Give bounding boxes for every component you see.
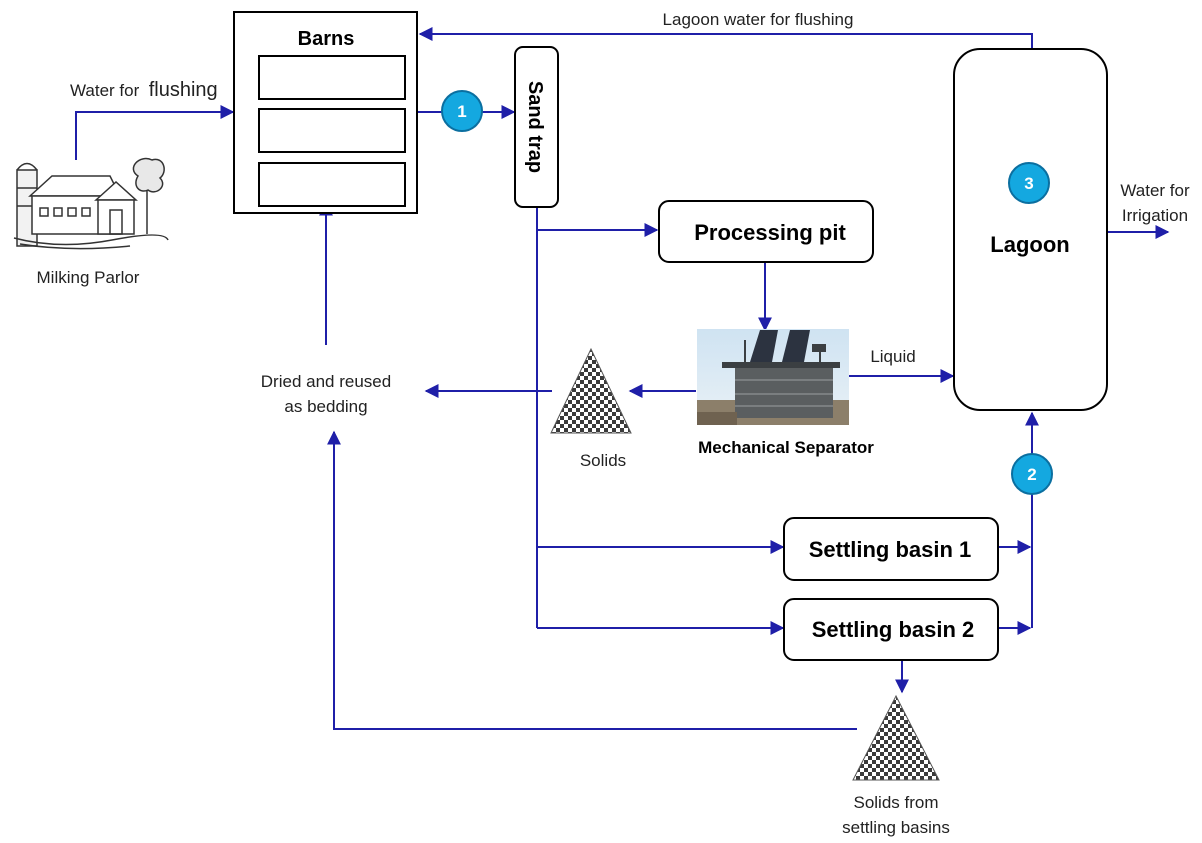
flow-lagoon-to-barns — [418, 27, 1033, 48]
processing-pit-title: Processing pit — [694, 220, 846, 245]
lagoon-box — [953, 48, 1108, 411]
settling-basin-1-title: Settling basin 1 — [809, 537, 972, 562]
marker-1-circle — [441, 90, 483, 132]
solids-pile-icon — [550, 347, 632, 434]
sand-trap-title: Sand trap — [524, 81, 546, 173]
lagoon-water-label: Lagoon water for flushing — [663, 10, 854, 29]
flow-settling-solids-to-bedding — [327, 430, 857, 730]
processing-pit-box — [658, 200, 874, 263]
flushing-text: flushing — [149, 79, 218, 101]
solids-label: Solids — [580, 451, 626, 470]
separator-label: Mechanical Separator — [698, 438, 874, 457]
barn-stall-3 — [258, 162, 406, 207]
water-for-text: Water for — [70, 81, 140, 100]
barn-stall-1 — [258, 55, 406, 100]
barn-stall-2 — [258, 108, 406, 153]
liquid-label: Liquid — [870, 347, 915, 366]
settling-solids-label-line-1: Solids from — [853, 793, 938, 812]
marker-3-circle — [1008, 162, 1050, 204]
water-for-flushing-label: Water for flushing — [70, 79, 218, 101]
bedding-label-line-1: Dried and reused — [261, 372, 391, 391]
bedding-label-line-2: as bedding — [284, 397, 367, 416]
lagoon-title: Lagoon — [990, 232, 1069, 257]
barn-sketch-icon — [13, 157, 169, 250]
marker-3-number: 3 — [1024, 174, 1033, 193]
irrigation-label-line-2: Irrigation — [1122, 206, 1188, 225]
settling-solids-pile-icon — [852, 694, 940, 781]
irrigation-label-line-1: Water for — [1120, 181, 1190, 200]
settling-basin-2-title: Settling basin 2 — [812, 617, 975, 642]
marker-2-circle — [1011, 453, 1053, 495]
settling-solids-label-line-2: settling basins — [842, 818, 950, 837]
sand-trap-box — [514, 46, 559, 208]
settling-basin-1-box — [783, 517, 999, 581]
barns-title: Barns — [298, 28, 355, 50]
milking-parlor-label: Milking Parlor — [37, 268, 140, 287]
flow-parlor-to-barns — [75, 105, 235, 160]
settling-basin-2-box — [783, 598, 999, 661]
separator-machine-photo — [697, 329, 849, 425]
marker-1-number: 1 — [457, 102, 466, 121]
marker-2-number: 2 — [1027, 465, 1036, 484]
